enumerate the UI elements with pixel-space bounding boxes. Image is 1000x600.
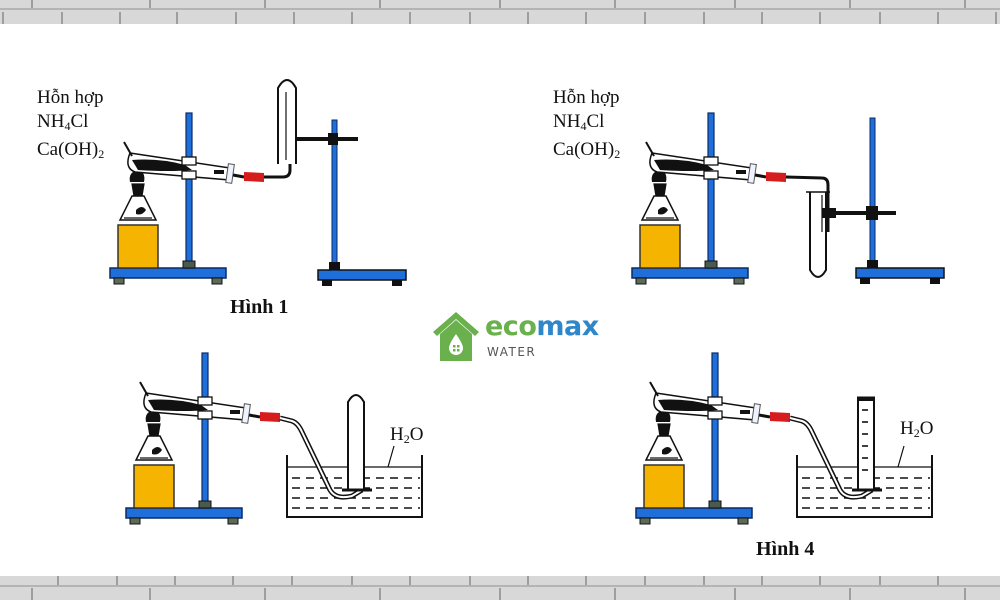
ecomax-logo: ecomax WATER	[432, 312, 612, 364]
label-nh4cl: NH4Cl	[37, 111, 89, 133]
logo-house-icon	[433, 312, 479, 361]
figure-2-apparatus	[630, 111, 945, 286]
label-mixture: Hỗn hợp	[553, 87, 620, 108]
figure-3-water-label: H2O	[390, 424, 424, 446]
label-caoh2: Ca(OH)2	[553, 139, 621, 161]
figure-1-mixture-label: Hỗn hợp NH4Cl Ca(OH)2	[37, 86, 104, 166]
label-nh4cl: NH4Cl	[553, 111, 605, 133]
figure-1-caption: Hình 1	[230, 296, 289, 318]
figure-4-water-label: H2O	[900, 418, 934, 440]
logo-wordmark: ecomax	[485, 311, 599, 342]
figure-4-apparatus	[634, 351, 933, 526]
logo-tagline: WATER	[487, 345, 537, 359]
figure-3-apparatus	[124, 351, 423, 526]
label-mixture: Hỗn hợp	[37, 87, 104, 108]
figure-2-mixture-label: Hỗn hợp NH4Cl Ca(OH)2	[553, 86, 620, 166]
brick-wall-bottom	[0, 576, 1000, 600]
figure-1-apparatus	[108, 79, 407, 287]
figure-4-caption: Hình 4	[756, 538, 815, 560]
brick-wall-top	[0, 0, 1000, 24]
label-caoh2: Ca(OH)2	[37, 139, 105, 161]
